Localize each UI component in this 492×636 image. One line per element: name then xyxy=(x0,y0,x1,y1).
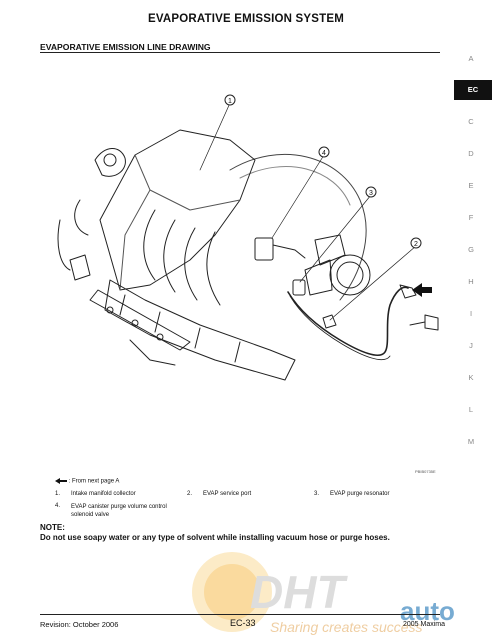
tab-f[interactable]: F xyxy=(468,213,474,222)
drawing-code: PBIB0735E xyxy=(415,469,436,474)
footer-page-number: EC-33 xyxy=(230,618,256,628)
tab-l[interactable]: L xyxy=(468,405,474,414)
bottom-divider xyxy=(40,614,440,615)
tab-k[interactable]: K xyxy=(468,373,474,382)
callout-4: 4 xyxy=(271,146,330,239)
legend-label-1: Intake manifold collector xyxy=(71,491,136,497)
callout-2: 2 xyxy=(329,237,422,321)
callout-1: 1 xyxy=(199,94,236,171)
svg-text:2: 2 xyxy=(414,241,418,248)
section-title: EVAPORATIVE EMISSION LINE DRAWING xyxy=(40,42,211,52)
svg-text:3: 3 xyxy=(369,190,373,197)
callout-3: 3 xyxy=(299,186,377,283)
top-divider xyxy=(40,52,440,53)
tab-i[interactable]: I xyxy=(469,309,473,318)
svg-text:4: 4 xyxy=(322,150,326,157)
footer-revision: Revision: October 2006 xyxy=(40,620,119,629)
tab-d[interactable]: D xyxy=(468,149,474,158)
arrow-legend-text: : From next page A xyxy=(68,478,120,485)
legend-label-2: EVAP service port xyxy=(203,491,252,497)
tab-j[interactable]: J xyxy=(469,341,473,350)
footer-model: 2005 Maxima xyxy=(403,621,446,628)
note-heading: NOTE: xyxy=(40,523,65,532)
arrow-icon xyxy=(55,478,67,484)
svg-text:Sharing creates success: Sharing creates success xyxy=(270,619,423,635)
page-title: EVAPORATIVE EMISSION SYSTEM xyxy=(147,13,345,25)
tab-c[interactable]: C xyxy=(468,117,474,126)
note-text: Do not use soapy water or any type of so… xyxy=(40,533,390,542)
tab-m[interactable]: M xyxy=(467,437,475,446)
legend-num-4: 4. xyxy=(55,503,61,509)
arrow-legend: : From next page A xyxy=(55,478,119,485)
legend-label-4: EVAP canister purge volume control solen… xyxy=(71,504,167,518)
tab-h[interactable]: H xyxy=(468,277,474,286)
legend-num-2: 2. xyxy=(187,491,193,497)
tab-g[interactable]: G xyxy=(468,245,474,254)
legend-num-3: 3. xyxy=(314,491,320,497)
svg-text:DHT: DHT xyxy=(250,566,348,618)
svg-text:1: 1 xyxy=(228,98,232,105)
svg-text:auto: auto xyxy=(400,596,455,626)
watermark-logo: DHT auto Sharing creates success xyxy=(192,552,455,635)
legend-label-3: EVAP purge resonator xyxy=(330,491,390,497)
tab-ec[interactable]: EC xyxy=(454,80,492,100)
tab-e[interactable]: E xyxy=(468,181,474,190)
tab-a[interactable]: A xyxy=(468,54,474,63)
legend-num-1: 1. xyxy=(55,491,61,497)
engine-line-drawing: 1 4 3 2 xyxy=(57,94,439,381)
